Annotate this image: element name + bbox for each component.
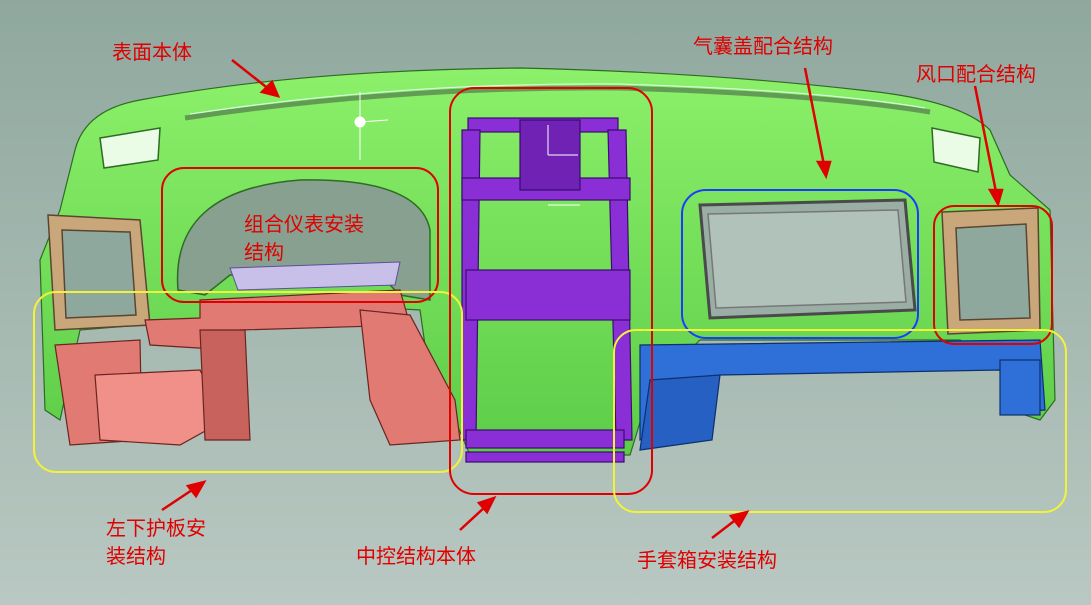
label-cluster-mount: 组合仪表安装结构 <box>244 212 364 264</box>
label-airbag-cover: 气囊盖配合结构 <box>693 34 833 58</box>
label-left-lower-panel: 左下护板安装结构 <box>106 516 206 568</box>
outline-cluster-mount <box>161 167 439 303</box>
arrow-surface <box>231 59 271 91</box>
left-top-vent <box>99 127 161 169</box>
outline-center-console <box>449 87 653 495</box>
outline-glovebox <box>613 329 1067 513</box>
center-console-structure <box>461 117 633 463</box>
arrow-vent <box>973 85 998 193</box>
axis-triad-console <box>547 125 580 206</box>
label-center-console: 中控结构本体 <box>356 544 476 568</box>
label-surface-body: 表面本体 <box>112 40 192 64</box>
label-glovebox-mount: 手套箱安装结构 <box>637 548 777 572</box>
arrow-left-lower <box>161 486 196 512</box>
right-top-vent <box>931 127 981 173</box>
outline-vent <box>933 205 1053 345</box>
arrow-airbag <box>803 67 826 166</box>
axis-triad-top <box>354 92 389 160</box>
outline-left-lower <box>33 291 463 473</box>
left-lower-panel <box>54 289 461 446</box>
outline-airbag <box>681 189 919 339</box>
glovebox-mount <box>639 339 1046 451</box>
label-vent-fit: 风口配合结构 <box>916 62 1036 86</box>
arrow-center-console <box>459 505 487 531</box>
